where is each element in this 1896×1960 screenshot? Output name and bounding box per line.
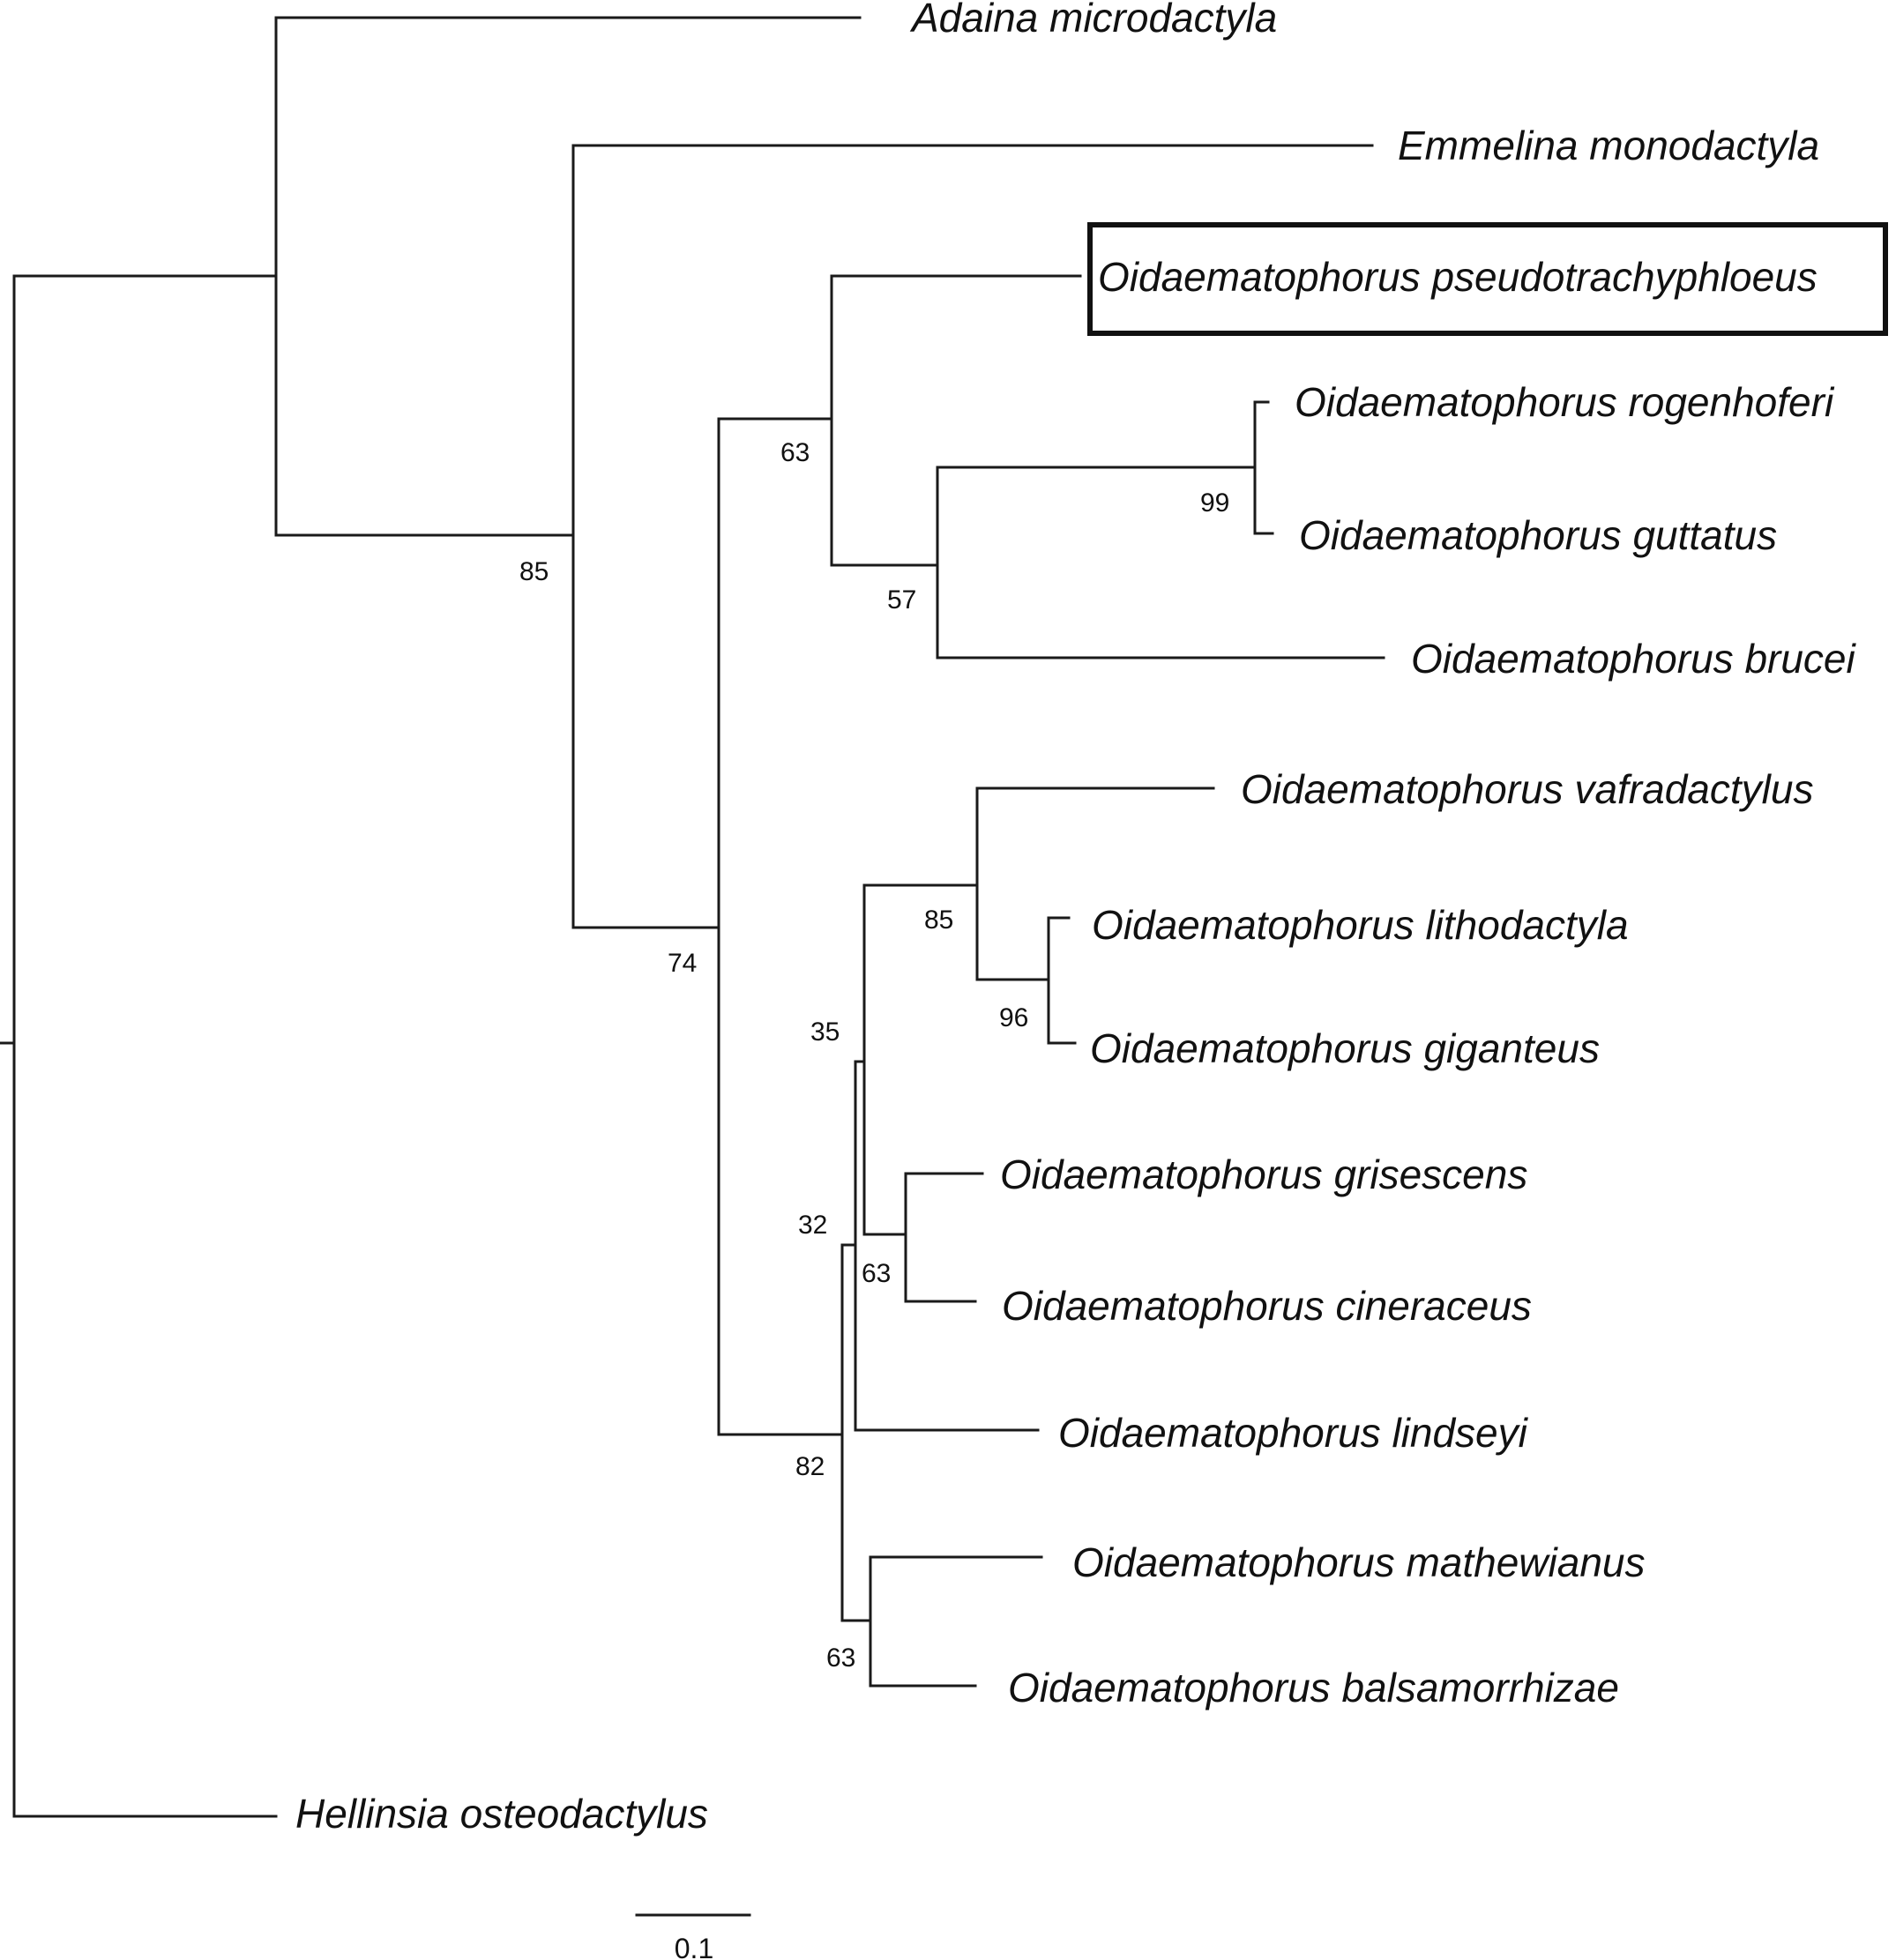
scale-bar-label: 0.1 xyxy=(675,1933,713,1960)
support-value-96: 96 xyxy=(999,1003,1028,1032)
taxon-label-rogenhoferi: Oidaematophorus rogenhoferi xyxy=(1295,379,1835,425)
taxon-label-mathewianus: Oidaematophorus mathewianus xyxy=(1072,1539,1645,1585)
taxon-label-balsamorrhizae: Oidaematophorus balsamorrhizae xyxy=(1008,1665,1619,1710)
support-value-35: 35 xyxy=(810,1017,840,1047)
support-value-99: 99 xyxy=(1200,488,1229,518)
support-value-63: 63 xyxy=(780,438,810,467)
taxon-label-grisescens: Oidaematophorus grisescens xyxy=(1000,1151,1527,1197)
support-value-85: 85 xyxy=(519,557,549,586)
taxon-label-pseudotrachyphloeus: Oidaematophorus pseudotrachyphloeus xyxy=(1098,254,1818,300)
taxon-label-brucei: Oidaematophorus brucei xyxy=(1411,636,1857,682)
support-value-32: 32 xyxy=(798,1211,827,1240)
taxon-label-hellinsia: Hellinsia osteodactylus xyxy=(295,1791,708,1837)
highlight-box xyxy=(1087,222,1888,336)
taxon-label-adaina: Adaina microdactyla xyxy=(909,0,1277,41)
support-value-74: 74 xyxy=(668,949,697,978)
support-value-63b: 63 xyxy=(862,1259,891,1288)
taxon-label-lindseyi: Oidaematophorus lindseyi xyxy=(1058,1410,1529,1456)
taxon-label-lithodactyla: Oidaematophorus lithodactyla xyxy=(1092,902,1629,948)
taxon-label-emmelina: Emmelina monodactyla xyxy=(1398,123,1819,168)
taxon-label-giganteus: Oidaematophorus giganteus xyxy=(1090,1025,1600,1071)
taxon-label-vafradactylus: Oidaematophorus vafradactylus xyxy=(1241,766,1813,812)
support-value-82: 82 xyxy=(795,1452,825,1481)
taxon-label-cineraceus: Oidaematophorus cineraceus xyxy=(1002,1283,1532,1329)
support-value-63c: 63 xyxy=(826,1643,855,1673)
support-value-57: 57 xyxy=(887,585,916,615)
support-value-85b: 85 xyxy=(924,905,953,935)
taxon-label-guttatus: Oidaematophorus guttatus xyxy=(1299,512,1777,558)
